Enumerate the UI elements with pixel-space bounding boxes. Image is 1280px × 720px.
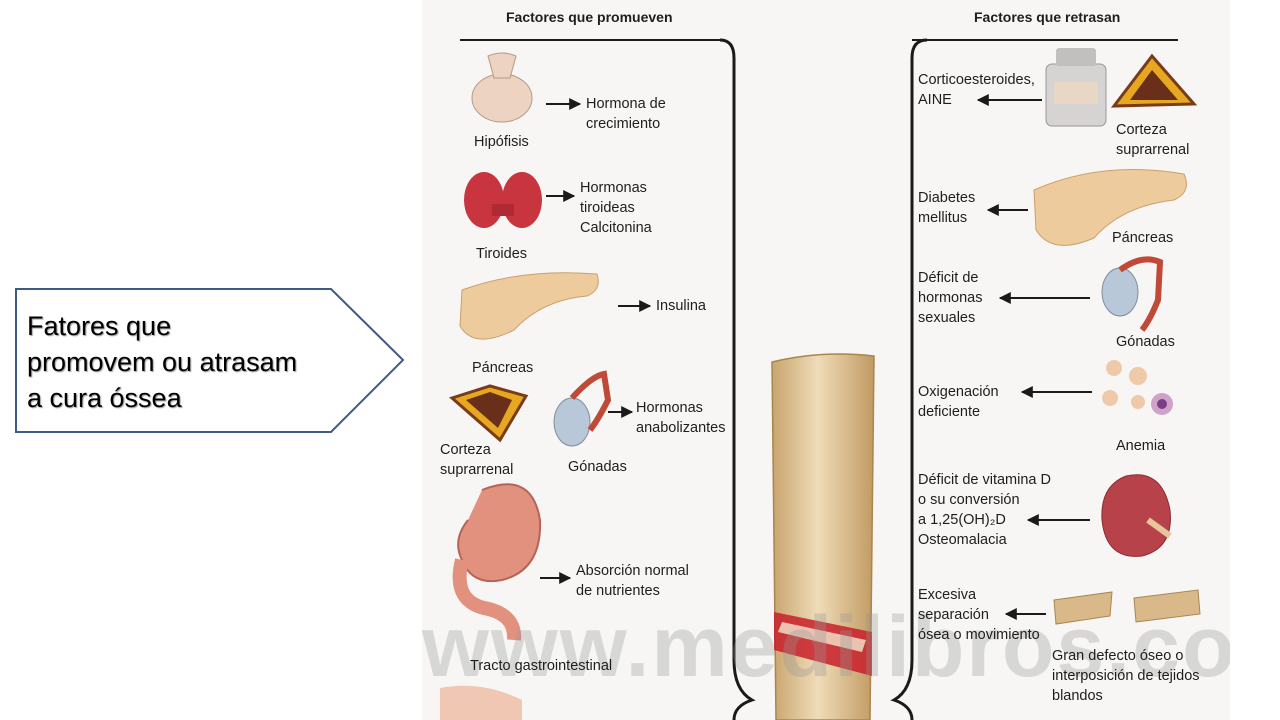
watermark: www.medilibros.com [422, 599, 1230, 695]
retard-organ-1: Corteza suprarrenal [1116, 122, 1190, 158]
retard-organ-4: Anemia [1116, 438, 1166, 454]
promote-effect-1: Hormona de crecimiento [586, 96, 666, 132]
promote-organ-1: Hipófisis [474, 134, 529, 150]
pancreas-icon [459, 272, 599, 340]
figure-drawing [440, 38, 1201, 720]
promote-effect-3: Insulina [656, 298, 706, 314]
retard-organ-6: Gran defecto óseo o interposición de tej… [1052, 648, 1200, 704]
stomach-icon [452, 483, 542, 641]
promote-organ-3: Páncreas [472, 360, 534, 376]
blood-cells-icon [1102, 360, 1173, 415]
fractured-bone-icon [771, 353, 875, 720]
right-bracket [890, 38, 928, 720]
medicine-bottle-icon [1045, 48, 1107, 127]
adrenal-cortex-right-icon [1110, 53, 1198, 108]
intestine-icon [440, 685, 522, 720]
retard-organ-3: Gónadas [1116, 334, 1175, 350]
retard-effect-4: Oxigenación deficiente [918, 384, 999, 420]
bone-healing-figure: www.medilibros.com Factores que promueve… [422, 0, 1230, 720]
promote-organ-4: Corteza suprarrenal [440, 442, 514, 478]
promote-organ-2: Tiroides [476, 246, 528, 262]
retard-effect-6: Excesiva separación ósea o movimiento [918, 587, 1040, 643]
thyroid-icon [464, 172, 542, 228]
gonad-icon [553, 370, 612, 447]
left-bracket [719, 38, 756, 720]
gonad-right-icon [1101, 256, 1164, 332]
adrenal-cortex-icon [449, 384, 529, 443]
pancreas-right-icon [1033, 169, 1187, 246]
callout-box: Fatores que promovem ou atrasam a cura ó… [15, 288, 405, 433]
promote-effect-5: Hormonas anabolizantes [636, 400, 726, 436]
retard-effect-1: Corticoesteroides, AINE [918, 72, 1035, 108]
promote-organ-5: Gónadas [568, 459, 627, 475]
callout-shape [15, 288, 405, 433]
pituitary-icon [471, 52, 533, 123]
retard-effect-3: Déficit de hormonas sexuales [918, 270, 983, 326]
callout-text: Fatores que promovem ou atrasam a cura ó… [27, 311, 298, 413]
retard-header: Factores que retrasan [974, 9, 1121, 25]
promote-effect-6: Absorción normal de nutrientes [576, 563, 689, 599]
promote-organ-6: Tracto gastrointestinal [470, 658, 613, 674]
kidney-icon [1101, 474, 1172, 557]
retard-effect-2: Diabetes mellitus [918, 190, 976, 226]
promote-header: Factores que promueven [506, 9, 673, 25]
retard-organ-2: Páncreas [1112, 230, 1174, 246]
promote-effect-2: Hormonas tiroideas Calcitonina [580, 180, 652, 236]
bone-fragments-icon [1053, 589, 1201, 625]
retard-effect-5: Déficit de vitamina D o su conversión a … [918, 472, 1051, 548]
